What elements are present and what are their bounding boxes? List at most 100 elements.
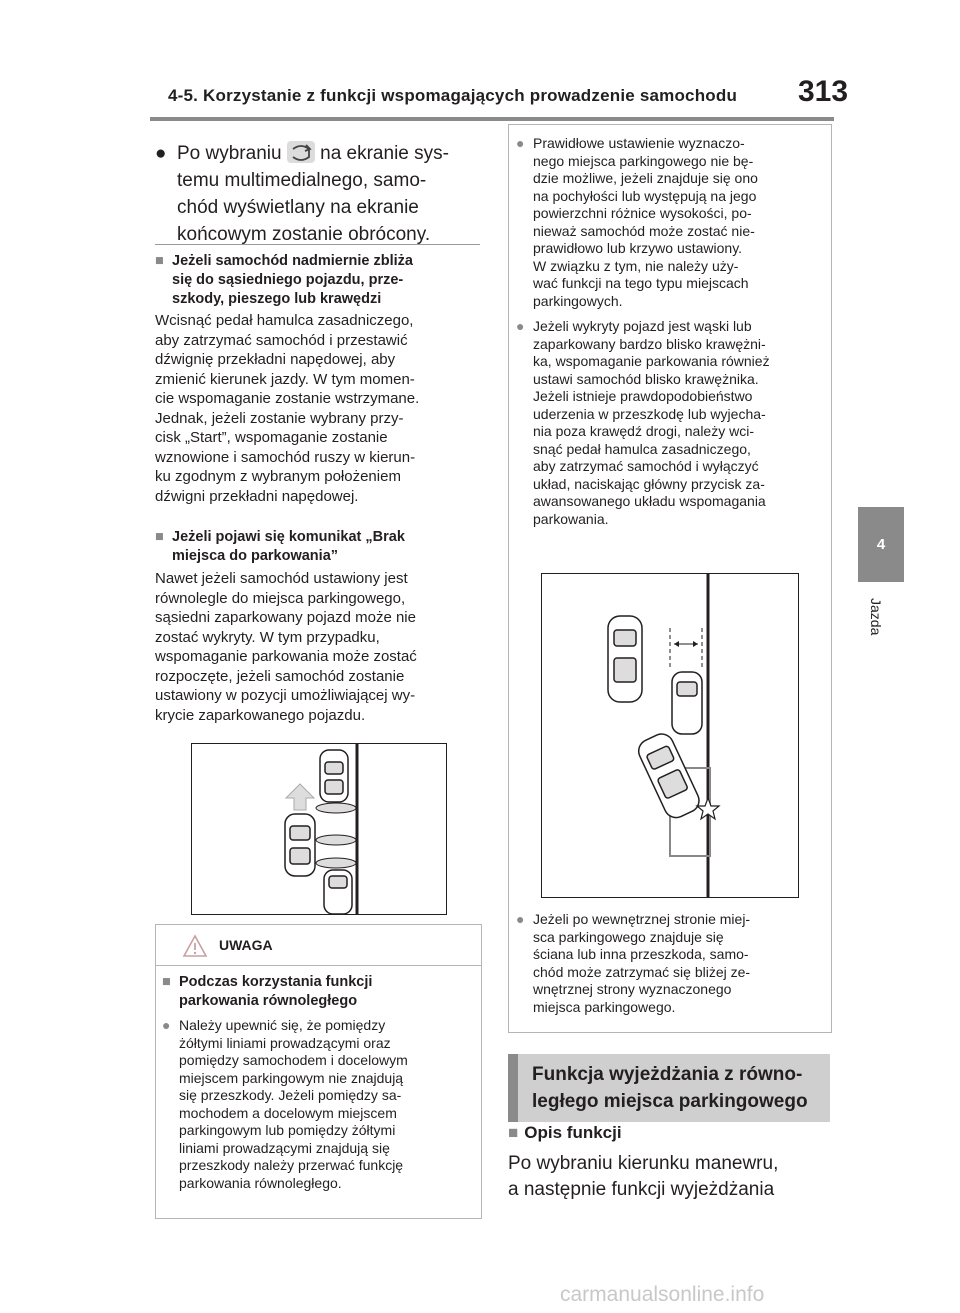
body-line: Jeżeli po wewnętrznej stronie miej- xyxy=(533,911,751,927)
body-line: Nawet jeżeli samochód ustawiony jest xyxy=(155,570,408,587)
body-line: aby zatrzymać samochód i przestawić xyxy=(155,331,408,349)
section-banner: Funkcja wyjeżdżania z równo- ległego mie… xyxy=(508,1054,830,1122)
body-line: cie wspomaganie zostanie wstrzymane. xyxy=(155,390,420,407)
body-line: cisk „Start”, wspomaganie zostanie xyxy=(155,429,388,446)
body-line: wspomaganie parkowania może zostać xyxy=(155,648,417,665)
body-line: nia poza krawędź drogi, należy wci- xyxy=(533,423,754,439)
warning-bullet: ● Należy upewnić się, że pomiędzy żółtym… xyxy=(162,1017,477,1192)
body-line: Jeżeli wykryty pojazd jest wąski lub xyxy=(533,318,752,334)
chapter-number: 4 xyxy=(876,536,886,553)
body-line: dźwignię przekładni napędowej, aby xyxy=(155,351,396,368)
bullet-text-post: na ekranie sys- xyxy=(320,143,449,164)
body-line: przeszkody należy przerwać funkcję xyxy=(179,1157,404,1173)
header-title: 4-5. Korzystanie z funkcji wspomagającyc… xyxy=(168,86,738,105)
subheading-text: Opis funkcji xyxy=(524,1123,622,1142)
body-line: Po wybraniu kierunku manewru, xyxy=(508,1153,779,1174)
section-heading-obstacle: ■ Jeżeli samochód nadmiernie zbliża się … xyxy=(155,252,480,309)
maneuvering-car xyxy=(637,733,700,819)
note-narrow-vehicle: ● Jeżeli wykryty pojazd jest wąski lub z… xyxy=(516,318,828,528)
body-line: ku zgodnym z wybranym położeniem xyxy=(155,468,401,485)
body-line: aby zatrzymać samochód i wyłączyć xyxy=(533,458,759,474)
bullet-rotated-display: ● Po wybraniu na ekranie sys- temu multi… xyxy=(155,140,480,248)
body-line: zostać wykryty. W tym przypadku, xyxy=(155,628,380,646)
chapter-tab[interactable]: 4 xyxy=(858,507,904,582)
heading-line: Jeżeli samochód nadmiernie zbliża xyxy=(172,253,413,269)
body-line: parkowania równoległego. xyxy=(179,1174,342,1191)
body-line: wnętrznej strony wyznaczonego xyxy=(533,981,732,997)
rotate-view-icon xyxy=(286,141,315,163)
page-number: 313 xyxy=(798,75,849,108)
body-line: układ, naciskając główny przycisk za- xyxy=(533,475,765,492)
body-line: pomiędzy samochodem i docelowym xyxy=(179,1052,408,1068)
body-line: wać funkcji na tego typu miejscach xyxy=(533,275,749,291)
bullet-line: chód wyświetlany na ekranie xyxy=(177,197,419,218)
subheading-description: ■Opis funkcji xyxy=(508,1123,622,1143)
figure-parking-detection xyxy=(191,743,447,915)
parked-car-right xyxy=(671,671,703,735)
body-line: mochodem a docelowym miejscem xyxy=(179,1104,397,1121)
body-line: liniami prowadzącymi znajdują się xyxy=(179,1139,390,1156)
body-line: a następnie funkcji wyjeżdżania xyxy=(508,1179,775,1200)
heading-line: Jeżeli pojawi się komunikat „Brak xyxy=(172,529,405,545)
warning-box: UWAGA ■ Podczas korzystania funkcji park… xyxy=(155,924,482,1219)
body-line: dzie możliwe, jeżeli znajduje się ono xyxy=(533,170,758,186)
warning-title: UWAGA xyxy=(219,937,273,953)
body-line: Prawidłowe ustawienie wyznaczo- xyxy=(533,135,745,151)
body-line: dźwigni przekładni napędowej. xyxy=(155,487,359,505)
heading-line: się do sąsiedniego pojazdu, prze- xyxy=(172,272,404,288)
note-slope: ● Prawidłowe ustawienie wyznaczo- nego m… xyxy=(516,135,828,310)
section-body-obstacle: Wcisnąć pedał hamulca zasadniczego, aby … xyxy=(155,311,480,506)
body-line: awansowanego układu wspomagania xyxy=(533,493,766,509)
bullet-line: końcowym zostanie obrócony. xyxy=(177,224,431,245)
bullet-dot: ● xyxy=(162,1017,171,1033)
figure-curb-parking xyxy=(541,573,799,898)
notes-box: ● Prawidłowe ustawienie wyznaczo- nego m… xyxy=(508,124,832,1033)
body-line: snąć pedał hamulca zasadniczego, xyxy=(533,440,751,457)
body-line: sąsiedni zaparkowany pojazd może nie xyxy=(155,609,416,626)
warning-triangle-icon xyxy=(182,934,208,963)
body-line: Jeżeli istnieje prawdopodobieństwo xyxy=(533,388,753,404)
body-line: równolegle do miejsca parkingowego, xyxy=(155,589,406,607)
heading-line: parkowania równoległego xyxy=(179,993,358,1009)
body-line: ustawiony w pozycji umożliwiającej wy- xyxy=(155,687,416,704)
impact-star-icon xyxy=(695,796,721,821)
body-line: zmienić kierunek jazdy. W tym momen- xyxy=(155,370,415,388)
body-line: miejsca parkingowego. xyxy=(533,998,676,1015)
body-line: parkingowym lub pomiędzy żółtymi xyxy=(179,1122,396,1138)
body-line: ustawi samochód blisko krawężnika. xyxy=(533,370,759,387)
body-line: parkingowych. xyxy=(533,292,623,309)
body-line: prawidłowo lub krzywo ustawiony. xyxy=(533,240,743,256)
watermark: carmanualsonline.info xyxy=(560,1283,765,1306)
own-car xyxy=(284,813,316,877)
bullet-dot: ● xyxy=(155,143,167,164)
body-line: nieważ samochód może zostać nie- xyxy=(533,222,755,239)
body-line: rozpoczęte, jeżeli samochód zostanie xyxy=(155,667,405,685)
heading-line: Podczas korzystania funkcji xyxy=(179,974,373,990)
bullet-dot: ● xyxy=(516,318,525,334)
chapter-label: Jazda xyxy=(868,598,884,636)
note-wall: ● Jeżeli po wewnętrznej stronie miej- sc… xyxy=(516,911,828,1016)
body-line: nego miejsca parkingowego nie bę- xyxy=(533,152,754,169)
header-rule xyxy=(150,117,834,121)
body-line: powierzchni różnice wysokości, po- xyxy=(533,205,752,221)
body-line: sca parkingowego znajduje się xyxy=(533,928,724,945)
parked-car-left xyxy=(607,615,643,703)
body-line: Należy upewnić się, że pomiędzy xyxy=(179,1017,386,1033)
bullet-text-pre: Po wybraniu xyxy=(177,143,282,164)
body-line: zaparkowany bardzo blisko krawężni- xyxy=(533,335,766,352)
body-line: uderzenia w przeszkodę lub wyjecha- xyxy=(533,405,766,422)
body-line: miejscem parkingowym nie znajdują xyxy=(179,1069,404,1086)
body-line: Wcisnąć pedał hamulca zasadniczego, xyxy=(155,312,414,329)
description-body: Po wybraniu kierunku manewru, a następni… xyxy=(508,1151,830,1203)
body-line: krycie zaparkowanego pojazdu. xyxy=(155,706,366,724)
warning-rule xyxy=(156,965,481,966)
body-line: ściana lub inna przeszkoda, samo- xyxy=(533,946,749,962)
body-line: na pochyłości lub występują na jego xyxy=(533,187,757,204)
body-line: żółtymi liniami prowadzącymi oraz xyxy=(179,1034,391,1051)
bullet-line: temu multimedialnego, samo- xyxy=(177,170,427,191)
body-line: W związku z tym, nie należy uży- xyxy=(533,257,739,274)
square-bullet-icon: ■ xyxy=(162,974,171,990)
body-line: się przeszkody. Jeżeli pomiędzy sa- xyxy=(179,1087,402,1103)
section-heading-no-space: ■ Jeżeli pojawi się komunikat „Brak miej… xyxy=(155,528,480,566)
parked-car-rear xyxy=(323,869,353,915)
